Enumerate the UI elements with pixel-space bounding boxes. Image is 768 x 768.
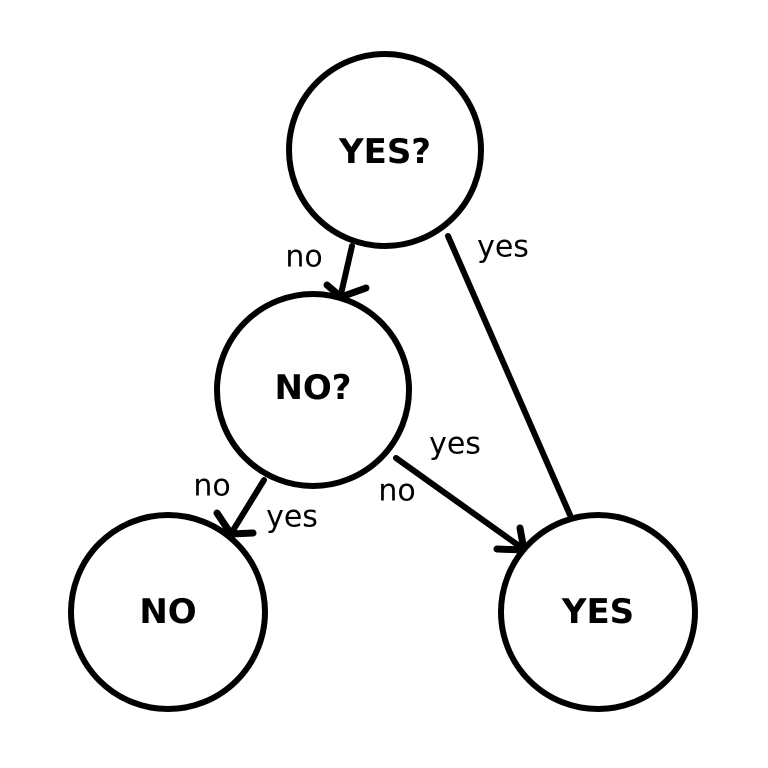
arrow-head-no-result: [213, 509, 257, 538]
node-no-question-circle: [214, 291, 412, 489]
node-yes-result-circle: [498, 512, 698, 712]
edge-yes-question-to-no-question: [338, 243, 355, 297]
node-yes-question-label: YES?: [338, 132, 431, 172]
edge-label-no-left: no: [193, 469, 230, 504]
node-no-question-label: NO?: [274, 368, 351, 408]
edge-yes-question-to-yes-result: [445, 233, 573, 518]
edge-label-no-top: no: [285, 240, 322, 275]
node-no-result-label: NO: [139, 592, 196, 632]
edge-label-no-middle: no: [378, 474, 415, 509]
edge-label-yes-middle: yes: [429, 427, 481, 462]
node-no-result-circle: [68, 512, 268, 712]
node-yes-result-label: YES: [561, 592, 634, 632]
edge-label-yes-top: yes: [477, 230, 529, 265]
node-yes-question-circle: [286, 51, 484, 249]
edge-no-question-to-yes-result: [393, 455, 525, 551]
edge-label-yes-left: yes: [266, 500, 318, 535]
edge-no-question-to-no-result: [229, 477, 267, 535]
